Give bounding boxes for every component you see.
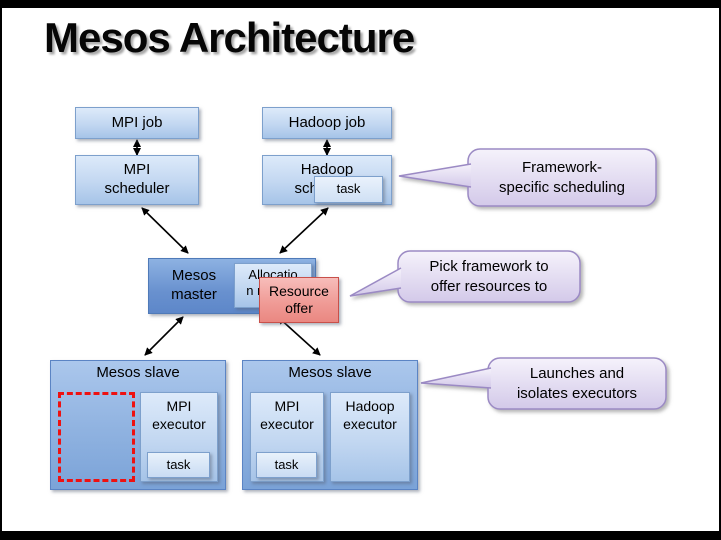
callout-pick-framework: Pick framework to offer resources to (429, 258, 549, 295)
slide-frame-right (719, 0, 721, 540)
arrow-mpi-scheduler-master (141, 207, 189, 254)
left-task-box: task (147, 452, 210, 478)
callout-launches-isolates: Launches and isolates executors (516, 365, 638, 402)
slide-frame-top (0, 0, 721, 8)
mpi-job-box: MPI job (75, 107, 199, 139)
arrow-hadoop-scheduler-master (279, 207, 329, 254)
hadoop-executor-box: Hadoop executor (330, 392, 410, 482)
empty-executor-dashed-placeholder (58, 392, 135, 482)
mpi-scheduler-box: MPI scheduler (75, 155, 199, 205)
floating-task-box: task (314, 176, 383, 203)
slide-frame-left (0, 0, 2, 540)
slide-frame-bottom (0, 531, 721, 540)
slide-title: Mesos Architecture (44, 14, 415, 61)
arrow-master-left-slave (144, 316, 184, 356)
resource-offer-box: Resource offer (259, 277, 339, 323)
left-mesos-slave-label: Mesos slave (96, 363, 180, 381)
mesos-master-label: Mesos master (171, 267, 217, 303)
hadoop-job-box: Hadoop job (262, 107, 392, 139)
callout-framework-specific-scheduling: Framework- specific scheduling (499, 159, 625, 196)
right-mesos-slave-label: Mesos slave (288, 363, 372, 381)
right-task-box: task (256, 452, 317, 478)
